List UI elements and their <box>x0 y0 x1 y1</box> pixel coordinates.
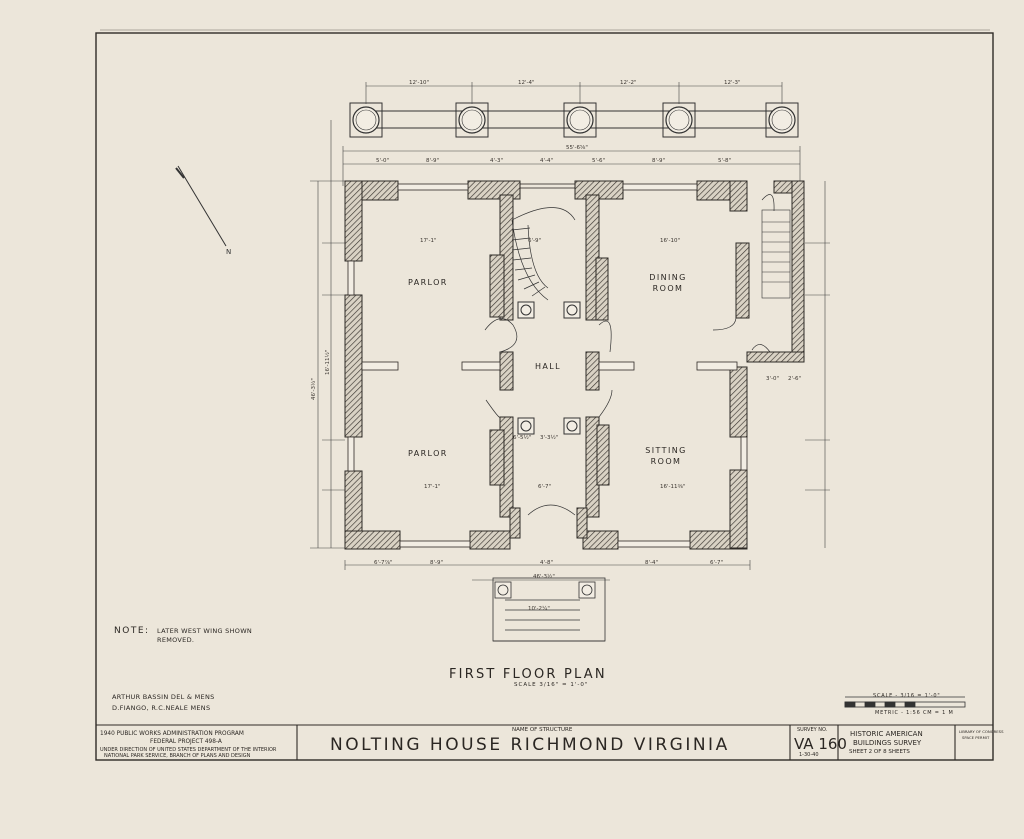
column <box>563 102 597 138</box>
sheet-number: SHEET 2 OF 8 SHEETS <box>849 749 910 755</box>
room-label-parlor: PARLOR <box>408 278 448 287</box>
side-dimension-lines <box>310 120 830 549</box>
dim-label: 3'-3½" <box>540 435 559 441</box>
north-arrow-icon: N <box>175 165 231 256</box>
project-line: FEDERAL PROJECT 498-A <box>150 739 222 745</box>
survey-date: 1-30-40 <box>799 752 819 758</box>
delineator-line: ARTHUR BASSIN DEL & MENS <box>112 693 215 701</box>
dim-label: 16'-11⅜" <box>660 484 686 490</box>
habs-line: HISTORIC AMERICAN <box>850 730 923 738</box>
room-label-sitting-room: SITTING ROOM <box>636 445 696 467</box>
sheet-border <box>95 32 994 761</box>
survey-number: VA 160 <box>794 735 847 753</box>
delineator-line: D.FIANGO, R.C.NEALE MENS <box>112 704 211 712</box>
note-text-line: LATER WEST WING SHOWN <box>157 627 253 635</box>
agency-line: UNDER DIRECTION OF UNITED STATES DEPARTM… <box>100 747 277 753</box>
courtesy-line: SPACE PERMIT <box>962 735 990 740</box>
dim-label: 5'-0" <box>376 158 390 164</box>
dim-label: 3'-0" <box>766 376 780 382</box>
svg-text:N: N <box>226 248 231 256</box>
dim-label: 8'-9" <box>652 158 666 164</box>
interior-walls <box>489 194 610 539</box>
dim-label: 2'-6" <box>788 376 802 382</box>
windows <box>347 183 748 548</box>
dim-label: 5'-6" <box>592 158 606 164</box>
column <box>455 102 489 138</box>
dim-label: 4'-3" <box>490 158 504 164</box>
dim-label: 6'-5½" <box>513 435 532 441</box>
room-label-line: ROOM <box>650 457 682 466</box>
dim-label: 12'-2" <box>620 80 637 86</box>
room-label-dining-room: DINING ROOM <box>638 272 698 294</box>
bottom-dimension-lines <box>344 560 751 581</box>
dim-label: 6'-9" <box>528 238 542 244</box>
column <box>765 102 799 138</box>
project-line: 1940 PUBLIC WORKS ADMINISTRATION PROGRAM <box>100 731 244 737</box>
scale-label: METRIC - 1:56 CM = 1 M <box>875 710 954 716</box>
dim-label: 10'-2¼" <box>528 606 550 612</box>
name-of-structure-label: NAME OF STRUCTURE <box>512 727 573 733</box>
top-dimension-lines <box>342 82 801 186</box>
dim-label: 17'-1" <box>420 238 437 244</box>
dim-label: 6'-7" <box>710 560 724 566</box>
dim-label: 17'-1" <box>424 484 441 490</box>
note-text-line: REMOVED. <box>157 636 195 644</box>
dim-label: 6'-7⅞" <box>374 560 393 566</box>
dim-label: 12'-10" <box>409 80 430 86</box>
dim-label: 5'-8" <box>718 158 732 164</box>
dim-label: 12'-4" <box>518 80 535 86</box>
front-portico-columns <box>349 102 799 138</box>
room-label-line: DINING <box>649 273 687 282</box>
habs-line: BUILDINGS SURVEY <box>853 739 922 747</box>
survey-no-label: SURVEY NO. <box>797 727 828 733</box>
column <box>349 102 383 138</box>
door-swings <box>484 194 775 516</box>
scale-label: SCALE - 3/16 = 1'-0" <box>873 693 941 699</box>
courtesy-line: LIBRARY OF CONGRESS <box>959 729 1004 734</box>
dim-label: 46'-3½" <box>533 574 555 580</box>
hall-piers <box>517 301 581 435</box>
dim-label: 6'-7" <box>538 484 552 490</box>
dim-label: 16'-11½" <box>325 349 331 375</box>
dim-label: 55'-6⅝" <box>566 145 588 151</box>
entry-porch <box>492 577 606 642</box>
room-label-line: ROOM <box>652 284 684 293</box>
column <box>662 102 696 138</box>
dim-label: 8'-4" <box>645 560 659 566</box>
title-block-lines <box>96 724 993 760</box>
dim-label: 8'-9" <box>430 560 444 566</box>
main-staircase <box>511 207 576 301</box>
dim-label: 16'-10" <box>660 238 681 244</box>
dim-label: 4'-4" <box>540 158 554 164</box>
plan-scale: SCALE 3/16" = 1'-0" <box>514 682 589 688</box>
dim-label: 4'-8" <box>540 560 554 566</box>
dim-label: 12'-3" <box>724 80 741 86</box>
room-label-hall: HALL <box>535 362 562 371</box>
agency-line: NATIONAL PARK SERVICE, BRANCH OF PLANS A… <box>104 753 251 759</box>
rear-staircase <box>761 209 791 299</box>
dim-label: 46'-3½" <box>311 378 317 400</box>
plan-title: FIRST FLOOR PLAN <box>449 667 607 682</box>
structure-name: NOLTING HOUSE RICHMOND VIRGINIA <box>330 735 730 755</box>
graphic-scale <box>844 696 966 708</box>
dim-label: 8'-9" <box>426 158 440 164</box>
room-label-line: SITTING <box>645 446 687 455</box>
room-label-parlor: PARLOR <box>408 449 448 458</box>
note-heading: NOTE: <box>114 626 150 636</box>
